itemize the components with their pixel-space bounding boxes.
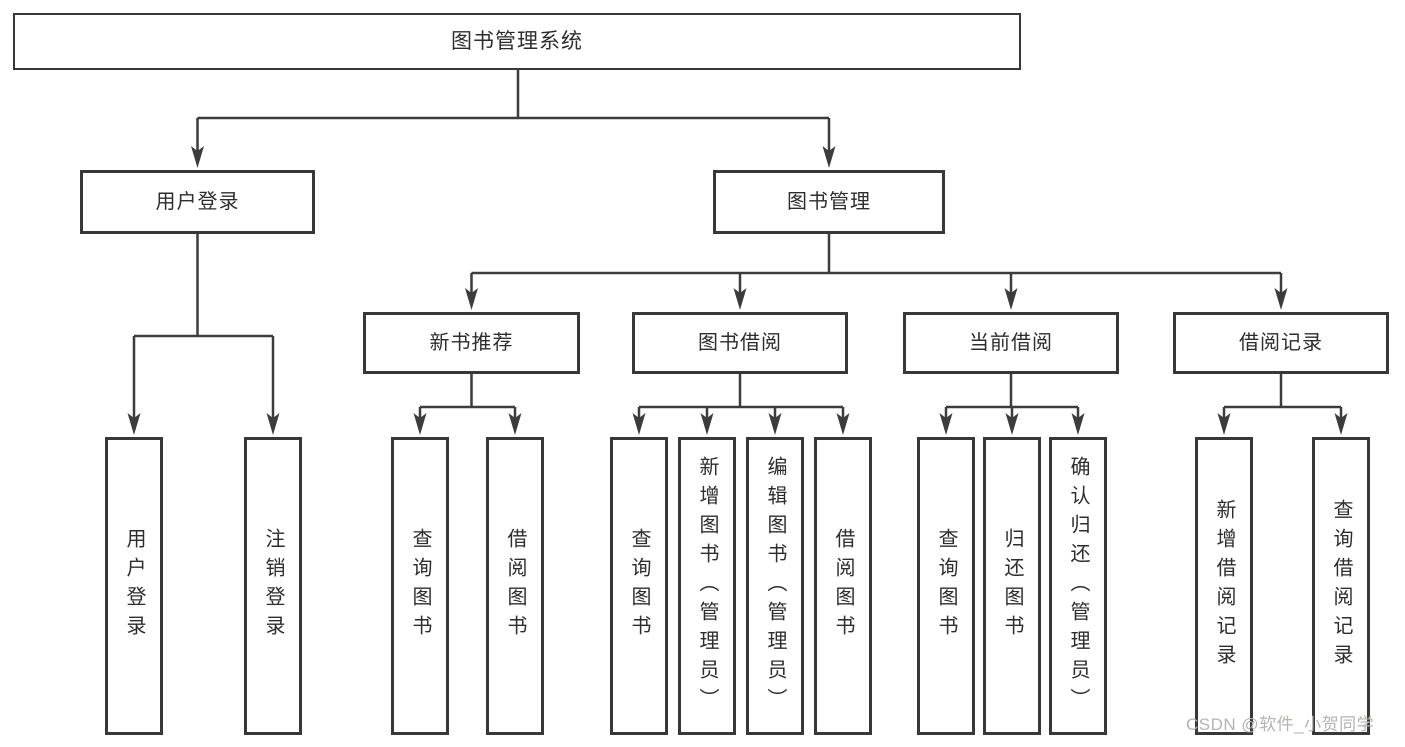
- leaf-borrow-books-2-label: 借阅图书: [832, 528, 854, 644]
- leaf-edit-book-admin: 编辑图书（管理员）: [746, 437, 804, 735]
- leaf-edit-book-admin-label: 编辑图书（管理员）: [764, 455, 786, 717]
- leaf-user-login-label: 用户登录: [123, 528, 145, 644]
- leaf-logout: 注销登录: [244, 437, 302, 735]
- leaf-add-borrow-record: 新增借阅记录: [1195, 437, 1253, 735]
- node-library-management-system: 图书管理系统: [13, 13, 1021, 70]
- node-book-management: 图书管理: [713, 170, 945, 234]
- leaf-query-books-2-label: 查询图书: [628, 528, 650, 644]
- leaf-return-book: 归还图书: [983, 437, 1041, 735]
- node-borrowing-records: 借阅记录: [1173, 312, 1389, 374]
- node-new-book-recommendation: 新书推荐: [363, 312, 580, 374]
- watermark-text: CSDN @软件_小贺同学: [1186, 715, 1375, 734]
- leaf-query-books-1-label: 查询图书: [409, 528, 431, 644]
- leaf-borrow-books-1: 借阅图书: [486, 437, 544, 735]
- leaf-query-books-2: 查询图书: [610, 437, 668, 735]
- leaf-add-book-admin: 新增图书（管理员）: [678, 437, 736, 735]
- node-user-login: 用户登录: [80, 170, 315, 234]
- leaf-logout-label: 注销登录: [262, 528, 284, 644]
- leaf-add-book-admin-label: 新增图书（管理员）: [696, 455, 718, 717]
- leaf-query-books-3-label: 查询图书: [935, 528, 957, 644]
- leaf-confirm-return-admin-label: 确认归还（管理员）: [1067, 455, 1089, 717]
- leaf-add-borrow-record-label: 新增借阅记录: [1213, 499, 1235, 673]
- leaf-borrow-books-2: 借阅图书: [814, 437, 872, 735]
- connector-shafts: [132, 70, 1343, 420]
- leaf-confirm-return-admin: 确认归还（管理员）: [1049, 437, 1107, 735]
- leaf-return-book-label: 归还图书: [1001, 528, 1023, 644]
- node-book-borrowing: 图书借阅: [632, 312, 848, 374]
- leaf-user-login: 用户登录: [105, 437, 163, 735]
- leaf-query-borrow-record: 查询借阅记录: [1312, 437, 1370, 735]
- leaf-borrow-books-1-label: 借阅图书: [504, 528, 526, 644]
- leaf-query-borrow-record-label: 查询借阅记录: [1330, 499, 1352, 673]
- leaf-query-books-3: 查询图书: [917, 437, 975, 735]
- node-current-borrowing: 当前借阅: [903, 312, 1119, 374]
- leaf-query-books-1: 查询图书: [391, 437, 449, 735]
